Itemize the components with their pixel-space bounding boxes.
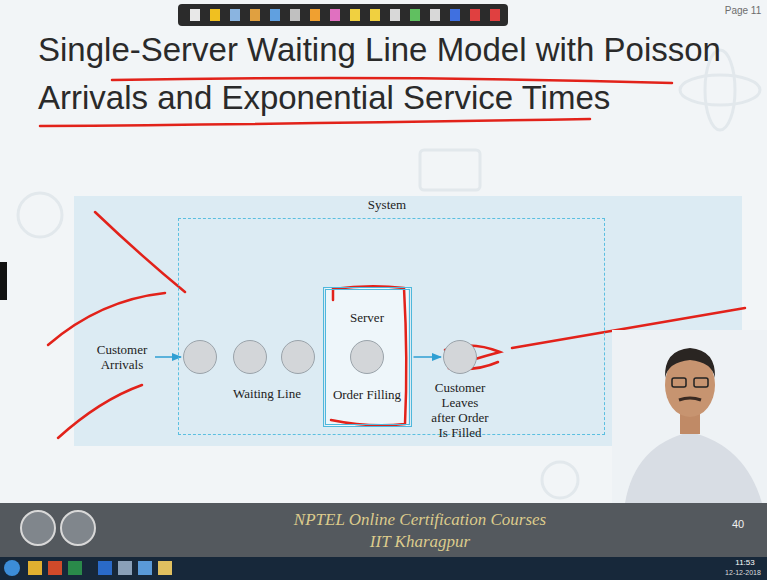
arrival-source: Customer Arrivals (91, 342, 153, 372)
tool-icon (390, 9, 400, 21)
node-label: Server (350, 310, 384, 325)
node-label: Customer Arrivals (91, 342, 153, 372)
customer-circles (443, 340, 478, 374)
pen-stroke (48, 293, 165, 345)
institute-name: IIT Kharagpur (370, 532, 470, 552)
tool-icon (450, 9, 460, 21)
tool-icon (250, 9, 260, 21)
taskbar (0, 557, 767, 580)
tool-icon (270, 9, 280, 21)
tool-icon (430, 9, 440, 21)
taskbar-icon (28, 561, 42, 575)
edge-bar (0, 262, 7, 300)
pen-stroke (95, 212, 185, 292)
node-label: Customer Leaves after Order Is Filled (429, 380, 491, 440)
flow-arrow (414, 356, 442, 358)
presenter-shirt (625, 432, 762, 503)
taskbar-icon (48, 561, 62, 575)
customer-circle (184, 341, 217, 374)
tool-icon (330, 9, 340, 21)
gear-outline (18, 193, 62, 237)
underline-stroke (40, 119, 590, 126)
tool-icon (230, 9, 240, 21)
taskbar-icon (158, 561, 172, 575)
start-button (4, 560, 20, 576)
taskbar-icons (4, 560, 172, 576)
server-fill (326, 287, 408, 427)
institute-logo (61, 511, 95, 545)
pen-stroke (58, 385, 142, 438)
customer-circle (234, 341, 267, 374)
course-banner: NPTEL Online Certification Courses (294, 510, 546, 530)
server-circling (331, 286, 406, 425)
circuit-outline (542, 462, 578, 498)
presenter-glasses (694, 378, 708, 387)
node-label: Waiting Line (233, 386, 301, 401)
presenter-video (612, 330, 767, 503)
tool-icon (350, 9, 360, 21)
departing-customer: Customer Leaves after Order Is Filled (443, 340, 477, 374)
waiting-line: Waiting Line (183, 340, 315, 374)
slide-title: Single-Server Waiting Line Model with Po… (38, 26, 758, 122)
institute-logo (21, 511, 55, 545)
tool-icon (210, 9, 220, 21)
presenter-hair (665, 348, 715, 378)
system-boundary: Waiting LineServerOrder FillingSystem (178, 218, 605, 435)
server-box: ServerOrder Filling (323, 287, 412, 427)
pen-toolbar (178, 4, 508, 26)
tool-icon (190, 9, 200, 21)
node-label: Order Filling (333, 387, 401, 402)
clock-date: 12-12-2018 (725, 569, 761, 577)
node-label: System (368, 197, 406, 212)
presenter-glasses (672, 378, 686, 387)
taskbar-icon (68, 561, 82, 575)
customer-circles (183, 340, 316, 374)
customer-circle (351, 341, 384, 374)
tool-icon (310, 9, 320, 21)
tool-icon (410, 9, 420, 21)
tool-icon (370, 9, 380, 21)
taskbar-icon (138, 561, 152, 575)
atom-orbit (680, 75, 760, 105)
customer-circle (282, 341, 315, 374)
taskbar-icon (118, 561, 132, 575)
footer-bar (0, 503, 767, 557)
slide-counter: 40 (732, 518, 744, 531)
tool-icon (290, 9, 300, 21)
page-number: Page 11 (725, 5, 762, 17)
screen-outline (420, 150, 480, 190)
taskbar-icon (98, 561, 112, 575)
toolbar-bar (178, 4, 508, 26)
clock-time: 11:53 (735, 558, 754, 568)
presenter-moustache (679, 398, 701, 400)
tool-icon (490, 9, 500, 21)
customer-circle (444, 341, 477, 374)
tool-icon (470, 9, 480, 21)
customer-circles (350, 340, 385, 374)
video-ground (612, 330, 767, 503)
